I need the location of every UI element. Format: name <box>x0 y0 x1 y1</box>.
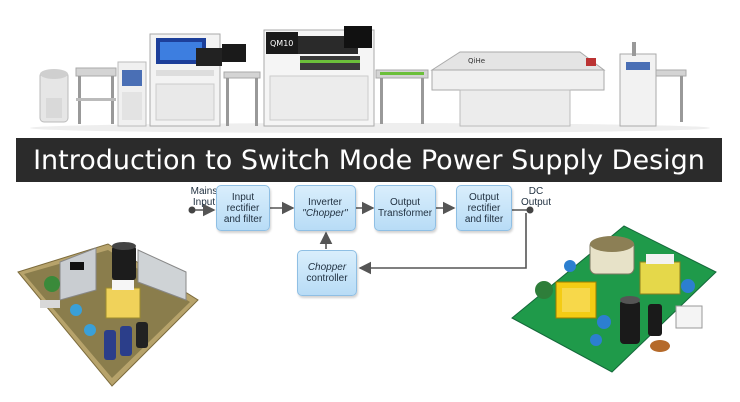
svg-text:QiHe: QiHe <box>468 57 485 65</box>
svg-text:QM10: QM10 <box>270 39 293 48</box>
controller-label-line2: controller <box>306 273 348 284</box>
output-terminal-dot <box>526 206 534 214</box>
input-terminal-dot <box>188 206 196 214</box>
page-title: Introduction to Switch Mode Power Supply… <box>16 138 722 182</box>
diagram-connectors <box>188 201 534 275</box>
inverter-label: Inverter <box>308 197 342 208</box>
screen-printer <box>149 33 222 127</box>
unloader-machine <box>619 42 687 127</box>
loader-machine <box>39 69 69 123</box>
controller-label-line1: Chopper <box>307 262 347 273</box>
inverter-block: Inverter "Chopper" <box>294 185 356 231</box>
pcb-right-photo <box>511 225 717 373</box>
conveyor-3 <box>375 69 429 124</box>
conveyor-1 <box>75 67 117 124</box>
feedback-line <box>358 213 527 275</box>
chopper-controller-block: Chopper controller <box>297 250 357 296</box>
input-rectifier-block: Input rectifier and filter <box>216 185 270 231</box>
reflow-oven: QiHe <box>430 51 606 127</box>
pcb-left-photo <box>17 242 199 387</box>
mains-input-label: Mains Input <box>190 186 218 208</box>
output-rectifier-block: Output rectifier and filter <box>456 185 512 231</box>
pick-and-place-machine: QM10 <box>263 26 375 127</box>
smt-production-line: QM10 QiHe <box>30 26 710 133</box>
output-transformer-block: Output Transformer <box>374 185 436 231</box>
dc-output-label: DC Output <box>520 186 552 208</box>
feeder-machine <box>117 61 147 127</box>
inverter-sublabel: "Chopper" <box>302 208 348 219</box>
conveyor-2 <box>222 44 261 126</box>
